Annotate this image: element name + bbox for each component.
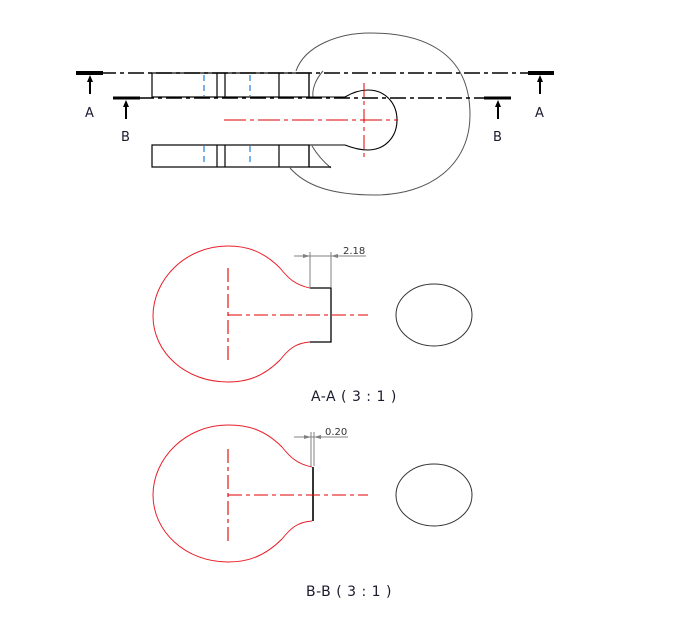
upper-bar xyxy=(151,72,310,98)
section-b-b-view: 0.20 B-B ( 3 : 1 ) xyxy=(152,424,473,600)
inner-arc-lower xyxy=(311,145,332,169)
section-a-a-view: 2.18 A-A ( 3 : 1 ) xyxy=(152,245,473,405)
arrow-up-icon xyxy=(87,75,93,94)
section-label-b-left: B xyxy=(121,130,130,145)
section-label-b-right: B xyxy=(493,130,502,145)
section-profile xyxy=(152,424,313,563)
arrow-up-icon xyxy=(537,75,543,94)
top-view: A B B A xyxy=(76,32,554,196)
svg-text:2.18: 2.18 xyxy=(343,246,365,257)
section-profile xyxy=(152,245,311,383)
dimension-0-20: 0.20 xyxy=(294,427,348,466)
view-caption: B-B ( 3 : 1 ) xyxy=(306,584,392,600)
ellipse-outline xyxy=(395,463,473,527)
outer-cam-outline xyxy=(289,32,471,196)
svg-text:0.20: 0.20 xyxy=(325,427,347,438)
dimension-2-18: 2.18 xyxy=(294,246,366,287)
section-label-a-left: A xyxy=(85,106,94,121)
section-end-face xyxy=(310,287,332,343)
view-caption: A-A ( 3 : 1 ) xyxy=(311,389,397,405)
section-label-a-right: A xyxy=(535,106,544,121)
inner-arc-upper xyxy=(312,70,324,98)
arrow-up-icon xyxy=(495,100,501,119)
ellipse-outline xyxy=(395,283,473,347)
lower-bar xyxy=(151,144,310,168)
arrow-up-icon xyxy=(123,100,129,119)
